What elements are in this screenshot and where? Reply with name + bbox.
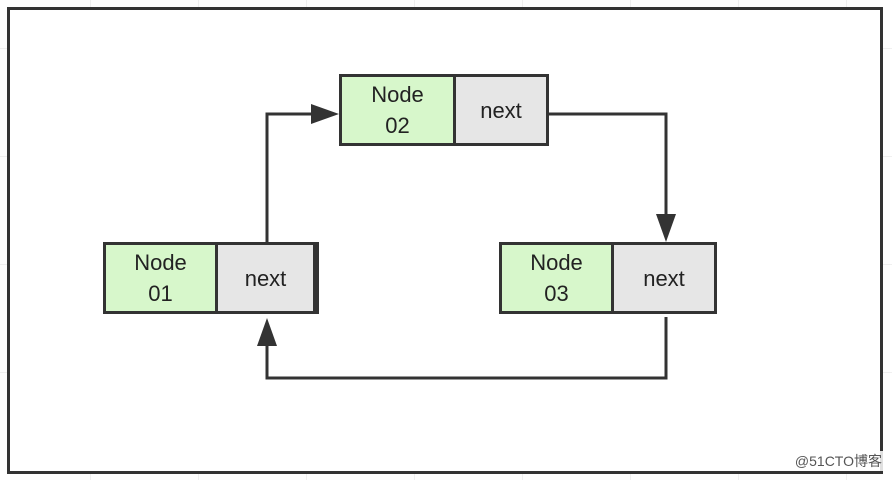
node-01: Node 01 next [103,242,319,314]
node-03-next-pointer: next [614,245,714,311]
node-02: Node 02 next [339,74,549,146]
node-01-next-pointer: next [218,245,313,311]
node-03-label: Node 03 [502,245,614,311]
node-02-next-pointer: next [456,77,546,143]
node-03: Node 03 next [499,242,717,314]
watermark: @51CTO博客 [792,451,884,471]
node-02-label: Node 02 [342,77,456,143]
node-01-label: Node 01 [106,245,218,311]
